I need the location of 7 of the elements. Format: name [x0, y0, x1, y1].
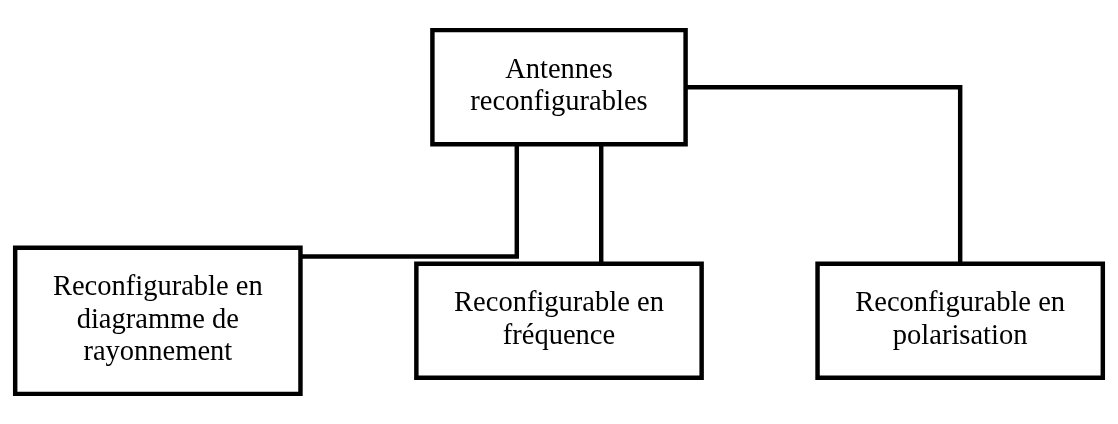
- node-box: Reconfigurable en diagramme de rayonnement: [12, 245, 303, 397]
- connector: [685, 84, 963, 264]
- node-box: Reconfigurable en polarisation: [815, 261, 1106, 381]
- connector: [300, 144, 520, 259]
- connector: [598, 144, 604, 264]
- node-box: Antennes reconfigurables: [430, 27, 688, 147]
- node-box: Reconfigurable en fréquence: [414, 261, 704, 381]
